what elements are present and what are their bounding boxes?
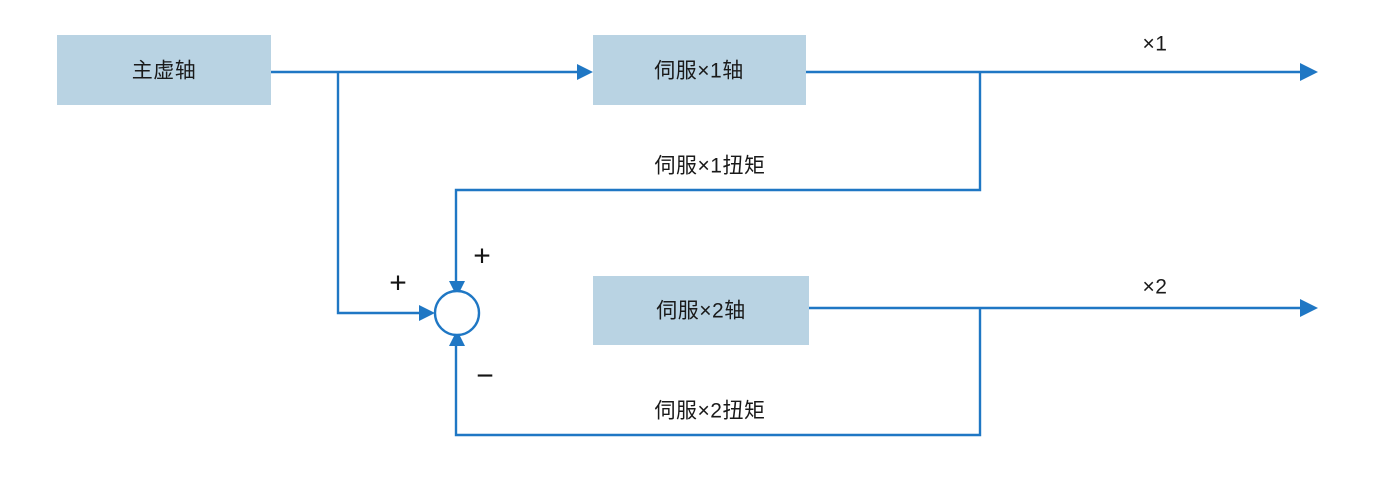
sign-plus-top: + xyxy=(473,240,491,273)
wire-servo2-torque-feedback xyxy=(454,308,982,437)
arrowhead-output2 xyxy=(1300,299,1318,317)
wire-servo1-torque-feedback xyxy=(454,72,982,284)
label-output1: ×1 xyxy=(1143,33,1168,56)
label-servo2-torque: 伺服×2扭矩 xyxy=(655,400,766,423)
wire-master-branch-to-junction xyxy=(336,72,429,315)
block-servo2-label: 伺服×2轴 xyxy=(656,300,745,323)
block-servo1-label: 伺服×1轴 xyxy=(654,60,743,83)
label-servo1-torque: 伺服×1扭矩 xyxy=(655,155,766,178)
label-output2: ×2 xyxy=(1143,276,1168,299)
block-master-axis[interactable] xyxy=(57,35,271,105)
arrowhead-junction-top-input xyxy=(449,281,465,297)
block-servo2[interactable] xyxy=(593,276,809,345)
block-master-axis-label: 主虚轴 xyxy=(132,60,197,83)
arrowhead-junction-left-input xyxy=(419,305,435,321)
block-servo1[interactable] xyxy=(593,35,806,105)
arrowhead-output1 xyxy=(1300,63,1318,81)
sign-plus-left: + xyxy=(389,267,407,300)
summing-junction-circle xyxy=(433,289,481,337)
arrowhead-junction-bottom-input xyxy=(449,330,465,346)
sign-minus-bottom: − xyxy=(476,360,494,393)
arrowhead-into-servo1 xyxy=(577,64,593,80)
